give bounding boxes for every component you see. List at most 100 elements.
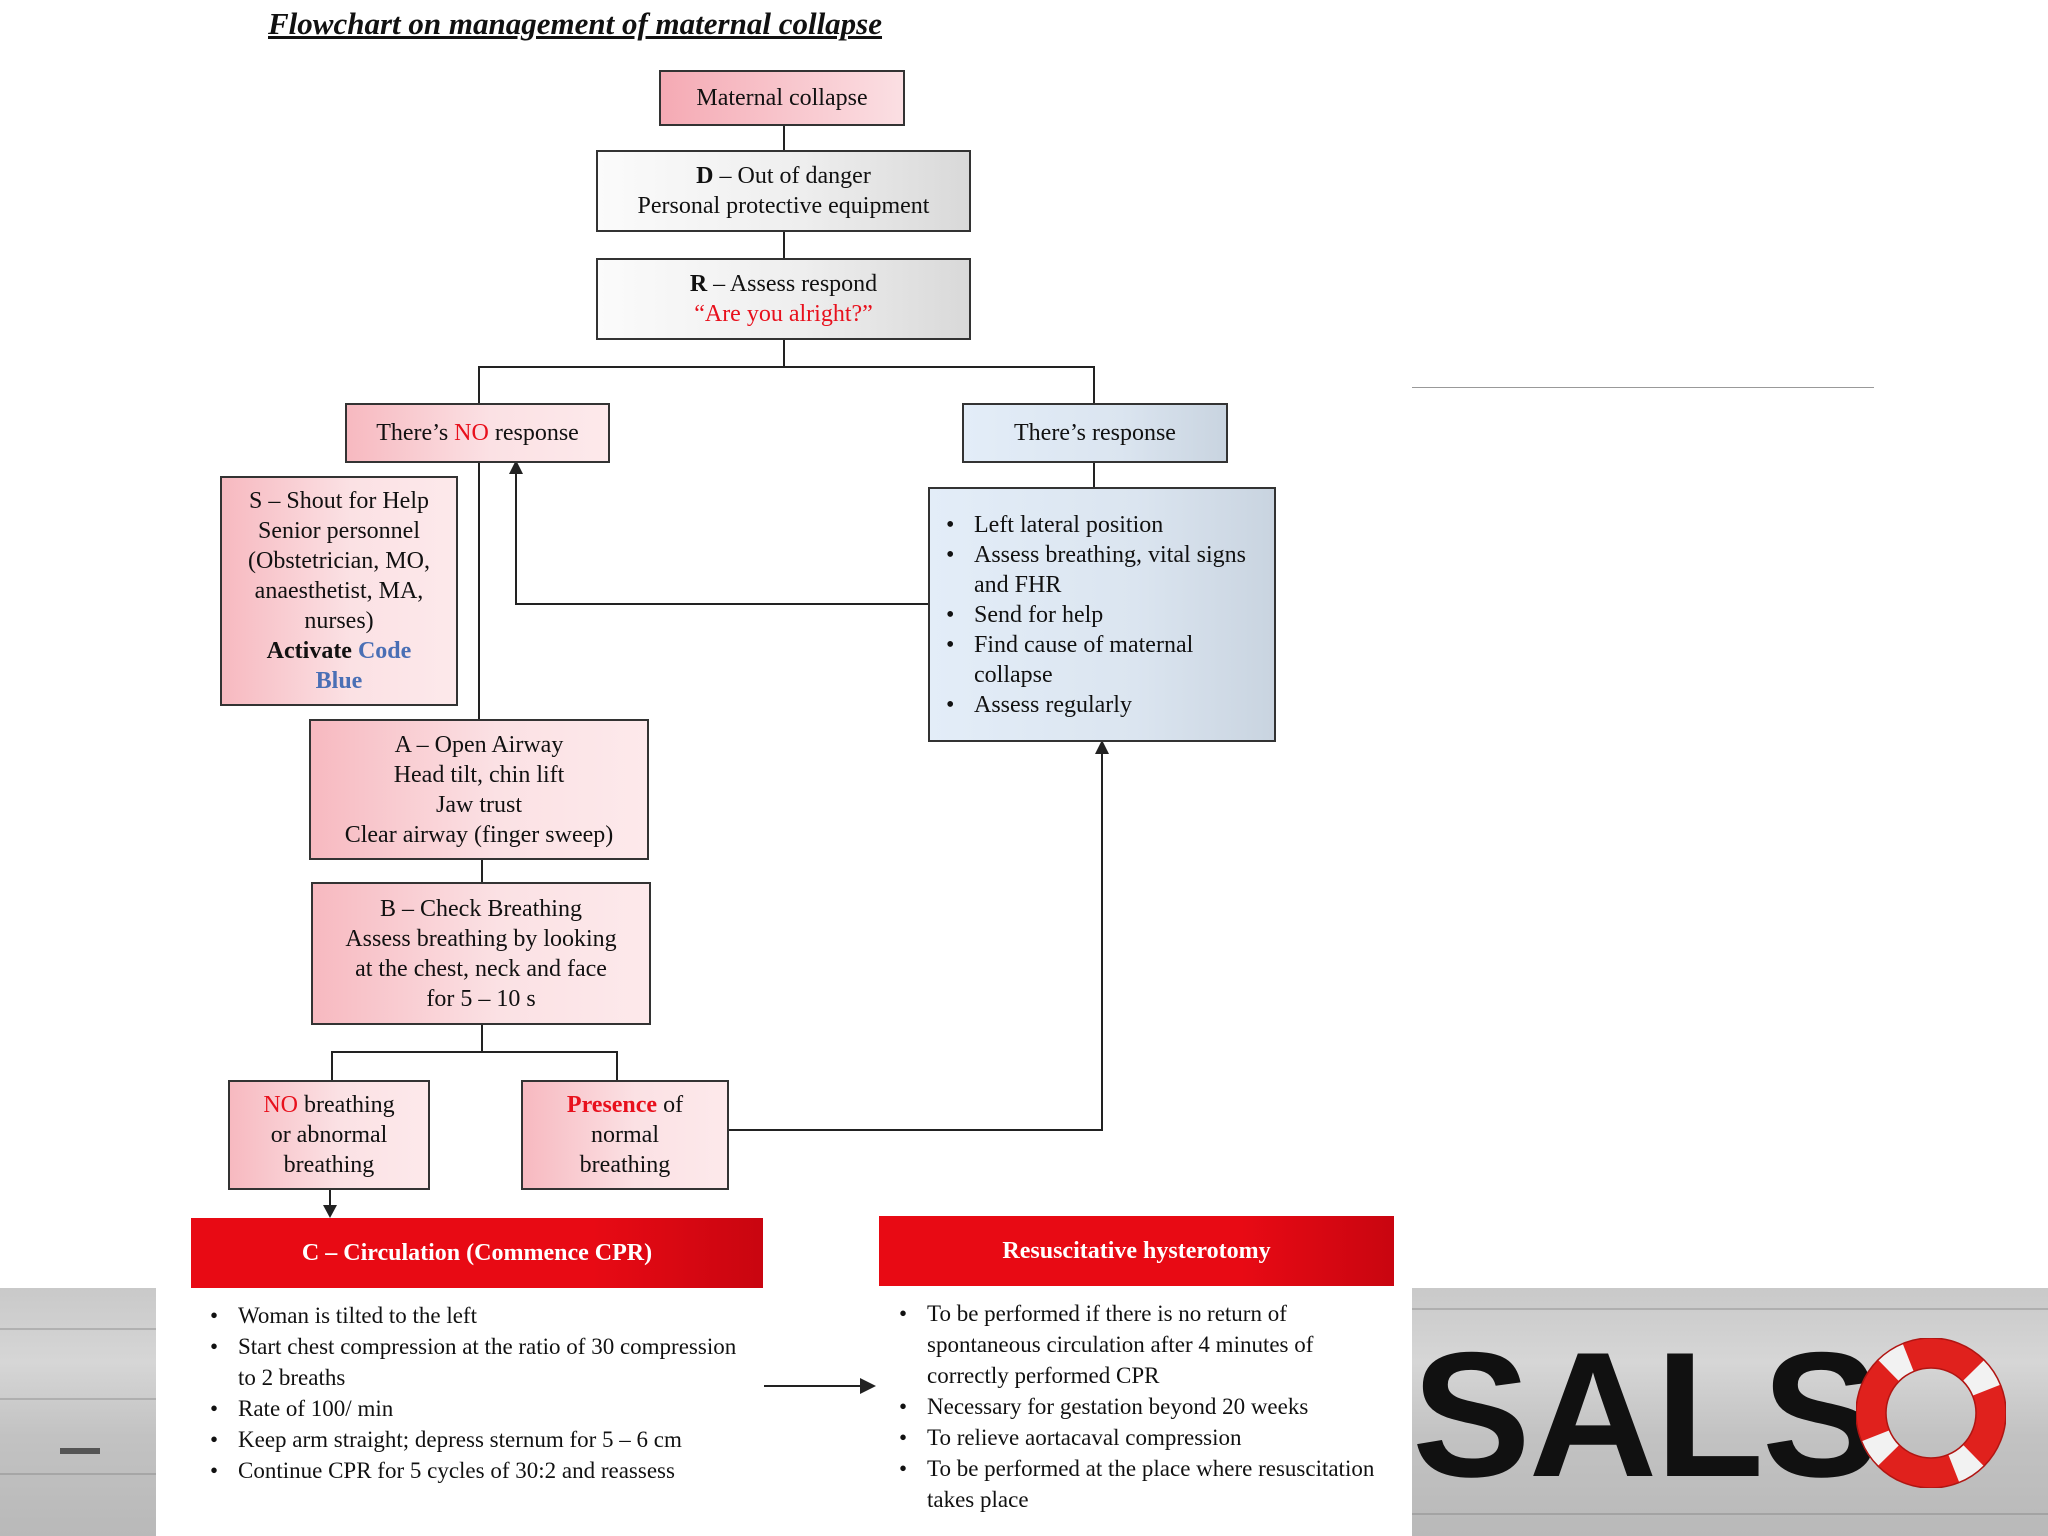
connector xyxy=(783,339,785,367)
list-item: Rate of 100/ min xyxy=(204,1393,744,1424)
circulation-list: Woman is tilted to the left Start chest … xyxy=(204,1300,744,1486)
page-title: Flowchart on management of maternal coll… xyxy=(268,6,883,41)
airway-line: Jaw trust xyxy=(436,791,522,818)
connector xyxy=(478,366,480,404)
connector xyxy=(515,603,929,605)
maternal-collapse-label: Maternal collapse xyxy=(696,85,868,111)
no-breathing-line2: or abnormal xyxy=(270,1122,388,1148)
connector xyxy=(331,1051,618,1053)
divider-rule xyxy=(1412,387,1874,388)
shout-for-help-box: S – Shout for Help Senior personnel (Obs… xyxy=(220,476,458,706)
list-item: Find cause of maternal collapse xyxy=(940,630,1264,690)
connector xyxy=(331,1051,333,1081)
danger-line1: D – Out of danger xyxy=(696,161,871,191)
connector xyxy=(616,1051,618,1081)
respond-letter: R xyxy=(689,271,708,297)
maternal-collapse-box: Maternal collapse xyxy=(659,70,905,126)
arrowhead xyxy=(1095,740,1109,754)
connector xyxy=(783,124,785,150)
response-assess-box: R – Assess respond “Are you alright?” xyxy=(596,258,971,340)
connector xyxy=(515,470,517,605)
list-item: Left lateral position xyxy=(940,510,1264,540)
response-actions-box: Left lateral position Assess breathing, … xyxy=(928,487,1276,742)
shout-line: anaesthetist, MA, xyxy=(254,578,424,604)
list-item: Keep arm straight; depress sternum for 5… xyxy=(204,1424,744,1455)
blue-text: Blue xyxy=(315,668,363,694)
shout-line: (Obstetrician, MO, xyxy=(248,548,430,574)
connector xyxy=(727,1129,1103,1131)
normal-breathing-box: Presence of normal breathing xyxy=(521,1080,729,1190)
respond-line1: R – Assess respond xyxy=(690,269,877,299)
airway-line: A – Open Airway xyxy=(394,731,564,758)
list-item: To be performed at the place where resus… xyxy=(893,1453,1383,1515)
breathing-line: Assess breathing by looking xyxy=(345,925,617,952)
danger-text: – Out of danger xyxy=(713,163,871,189)
shout-line: Senior personnel xyxy=(258,518,420,544)
code-text: Code xyxy=(357,638,412,664)
connector xyxy=(1093,462,1095,489)
danger-line2: Personal protective equipment xyxy=(637,193,930,219)
normal-breathing-line3: breathing xyxy=(579,1152,671,1178)
no-response-box: There’s NO response xyxy=(345,403,610,463)
connector xyxy=(1093,366,1095,404)
danger-letter: D xyxy=(696,163,714,189)
activate-code-line: Activate Code xyxy=(267,636,412,666)
list-item: To be performed if there is no return of… xyxy=(893,1298,1383,1391)
breathing-line: for 5 – 10 s xyxy=(426,985,536,1012)
hysterotomy-header: Resuscitative hysterotomy xyxy=(879,1216,1394,1286)
connector xyxy=(783,232,785,258)
activate-text: Activate xyxy=(266,638,358,664)
response-box: There’s response xyxy=(962,403,1228,463)
list-item: Necessary for gestation beyond 20 weeks xyxy=(893,1391,1383,1422)
breathing-line: at the chest, neck and face xyxy=(355,955,607,982)
connector xyxy=(1101,752,1103,1131)
respond-question: “Are you alright?” xyxy=(694,301,873,327)
breathing-box: B – Check Breathing Assess breathing by … xyxy=(311,882,651,1025)
background-wall-right xyxy=(1412,1288,2048,1536)
airway-line: Clear airway (finger sweep) xyxy=(344,821,614,848)
no-response-text-a: There’s xyxy=(376,420,455,446)
list-item: Start chest compression at the ratio of … xyxy=(204,1331,744,1393)
logo-text: SALS xyxy=(1412,1315,1881,1514)
circulation-header: C – Circulation (Commence CPR) xyxy=(191,1218,763,1288)
shout-line: S – Shout for Help xyxy=(249,488,429,514)
connector xyxy=(764,1385,864,1387)
airway-box: A – Open Airway Head tilt, chin lift Jaw… xyxy=(309,719,649,860)
no-response-label: There’s NO response xyxy=(376,418,579,448)
presence-text: Presence xyxy=(566,1092,658,1118)
breathing-line: B – Check Breathing xyxy=(380,895,582,922)
normal-breathing-line2: normal xyxy=(591,1122,659,1148)
normal-breathing-line1: Presence of xyxy=(567,1090,683,1120)
hysterotomy-list: To be performed if there is no return of… xyxy=(893,1298,1383,1515)
arrowhead xyxy=(509,460,523,474)
list-item: Send for help xyxy=(940,600,1264,630)
arrowhead xyxy=(323,1205,337,1218)
connector xyxy=(481,859,483,883)
list-item: Continue CPR for 5 cycles of 30:2 and re… xyxy=(204,1455,744,1486)
no-response-text-c: response xyxy=(488,420,579,446)
respond-text: – Assess respond xyxy=(707,271,878,297)
airway-line: Head tilt, chin lift xyxy=(393,761,565,788)
connector xyxy=(478,366,1095,368)
connector xyxy=(478,462,480,720)
no-breathing-text: breathing xyxy=(298,1092,395,1118)
list-item: To relieve aortacaval compression xyxy=(893,1422,1383,1453)
list-item: Assess regularly xyxy=(940,690,1264,720)
lifebuoy-icon xyxy=(1856,1338,2006,1488)
connector xyxy=(329,1189,331,1209)
list-item: Woman is tilted to the left xyxy=(204,1300,744,1331)
sals-logo: SALS xyxy=(1412,1315,2012,1514)
no-breathing-line3: breathing xyxy=(283,1152,375,1178)
list-item: Assess breathing, vital signs and FHR xyxy=(940,540,1264,600)
of-text: of xyxy=(657,1092,684,1118)
shout-line: nurses) xyxy=(304,608,374,634)
no-breathing-no: NO xyxy=(263,1092,299,1118)
connector xyxy=(481,1024,483,1052)
arrowhead xyxy=(860,1378,876,1394)
no-response-no: NO xyxy=(454,420,489,446)
background-wall-left xyxy=(0,1288,156,1536)
response-actions-list: Left lateral position Assess breathing, … xyxy=(940,510,1264,720)
no-breathing-line1: NO breathing xyxy=(263,1090,394,1120)
no-breathing-box: NO breathing or abnormal breathing xyxy=(228,1080,430,1190)
response-label: There’s response xyxy=(1014,420,1176,446)
